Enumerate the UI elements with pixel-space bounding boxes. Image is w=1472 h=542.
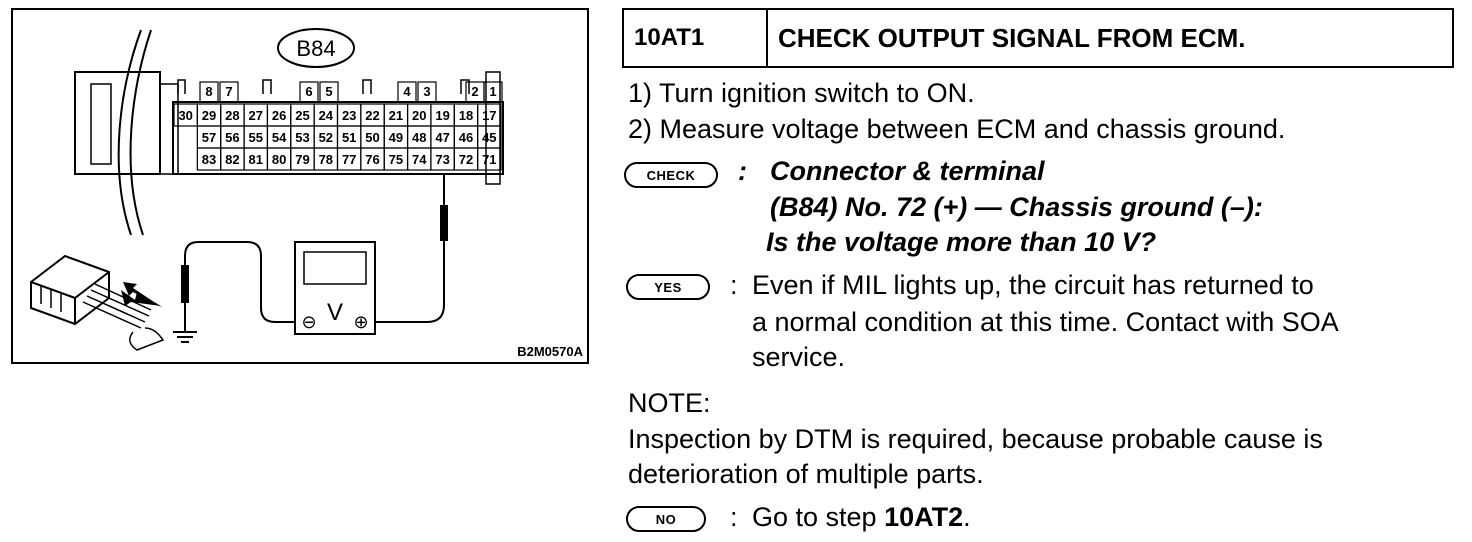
check-badge: CHECK <box>624 162 718 188</box>
figure-code: B2M0570A <box>517 344 583 359</box>
no-target-step[interactable]: 10AT2 <box>884 502 964 532</box>
terminal-71: 71 <box>482 152 496 167</box>
instruction-1: 1) Turn ignition switch to ON. <box>628 78 975 108</box>
top-pin-3: 3 <box>423 84 430 99</box>
terminal-55: 55 <box>249 130 263 145</box>
terminal-83: 83 <box>202 152 216 167</box>
terminal-28: 28 <box>225 108 239 123</box>
top-pin-7: 7 <box>225 84 232 99</box>
terminal-21: 21 <box>389 108 403 123</box>
top-pin-4: 4 <box>403 84 411 99</box>
terminal-77: 77 <box>342 152 356 167</box>
top-pin-8: 8 <box>205 84 212 99</box>
no-prefix: Go to step <box>752 502 885 532</box>
check-line-3: Is the voltage more than 10 V? <box>766 227 1157 257</box>
note-label: NOTE: <box>628 388 711 418</box>
step-title: CHECK OUTPUT SIGNAL FROM ECM. <box>778 22 1246 53</box>
connector-plug-icon <box>30 254 165 351</box>
terminal-52: 52 <box>319 130 333 145</box>
terminal-grid: 30 29 28 27 26 25 24 23 22 21 20 19 18 17 57 56 55 54 53 52… <box>173 103 502 171</box>
terminal-71-cell <box>477 147 502 171</box>
step-id: 10AT1 <box>624 10 768 66</box>
terminal-49: 49 <box>389 130 403 145</box>
top-pin-6: 6 <box>305 84 312 99</box>
terminal-25: 25 <box>295 108 309 123</box>
terminal-78: 78 <box>319 152 333 167</box>
terminal-80: 80 <box>272 152 286 167</box>
instruction-2: 2) Measure voltage between ECM and chass… <box>628 114 1286 144</box>
no-suffix: . <box>963 502 971 532</box>
meter-minus-terminal: ⊖ <box>301 312 316 333</box>
terminal-20: 20 <box>412 108 426 123</box>
terminal-74: 74 <box>412 152 427 167</box>
meter-v-symbol: V <box>327 299 343 326</box>
check-line-2: (B84) No. 72 (+) — Chassis ground (–): <box>770 192 1263 222</box>
terminal-50: 50 <box>365 130 379 145</box>
yes-line-1: Even if MIL lights up, the circuit has r… <box>752 270 1314 300</box>
terminal-54: 54 <box>272 130 287 145</box>
ground-icon <box>173 331 197 343</box>
top-pin-5: 5 <box>325 84 332 99</box>
no-separator: : <box>730 502 738 532</box>
terminal-82: 82 <box>225 152 239 167</box>
terminal-18: 18 <box>459 108 473 123</box>
connector-label-ellipse <box>277 28 355 68</box>
terminal-26: 26 <box>272 108 286 123</box>
terminal-76: 76 <box>365 152 379 167</box>
terminal-79: 79 <box>295 152 309 167</box>
check-separator: : <box>738 156 747 186</box>
terminal-81: 81 <box>249 152 263 167</box>
terminal-30: 30 <box>178 108 192 123</box>
terminal-17: 17 <box>482 108 496 123</box>
note-line-1: Inspection by DTM is required, because p… <box>628 424 1323 454</box>
terminal-19: 19 <box>435 108 449 123</box>
yes-badge: YES <box>626 274 710 300</box>
terminal-73: 73 <box>435 152 449 167</box>
terminal-27: 27 <box>249 108 263 123</box>
terminal-23: 23 <box>342 108 356 123</box>
terminal-24: 24 <box>319 108 334 123</box>
yes-line-3: service. <box>752 342 846 372</box>
note-line-2: deterioration of multiple parts. <box>628 459 984 489</box>
terminal-57: 57 <box>202 130 216 145</box>
terminal-45: 45 <box>482 130 496 145</box>
terminal-75: 75 <box>389 152 403 167</box>
terminal-29: 29 <box>202 108 216 123</box>
insert-arrow-icon <box>121 282 163 308</box>
check-line-1: Connector & terminal <box>770 156 1045 186</box>
terminal-22: 22 <box>365 108 379 123</box>
terminal-47: 47 <box>435 130 449 145</box>
terminal-56: 56 <box>225 130 239 145</box>
terminal-72: 72 <box>459 152 473 167</box>
voltmeter-icon: V ⊖ ⊕ <box>294 241 376 335</box>
no-badge: NO <box>626 506 706 532</box>
terminal-46: 46 <box>459 130 473 145</box>
terminal-51: 51 <box>342 130 356 145</box>
step-header: 10AT1 CHECK OUTPUT SIGNAL FROM ECM. <box>622 8 1454 68</box>
yes-separator: : <box>730 270 738 300</box>
no-instruction: Go to step 10AT2. <box>752 500 971 534</box>
terminal-53: 53 <box>295 130 309 145</box>
top-pin-2: 2 <box>471 84 478 99</box>
terminal-48: 48 <box>412 130 426 145</box>
meter-plus-terminal: ⊕ <box>353 312 368 333</box>
top-pin-1: 1 <box>489 84 496 99</box>
connector-label: B84 <box>296 36 335 61</box>
yes-line-2: a normal condition at this time. Contact… <box>752 307 1339 337</box>
